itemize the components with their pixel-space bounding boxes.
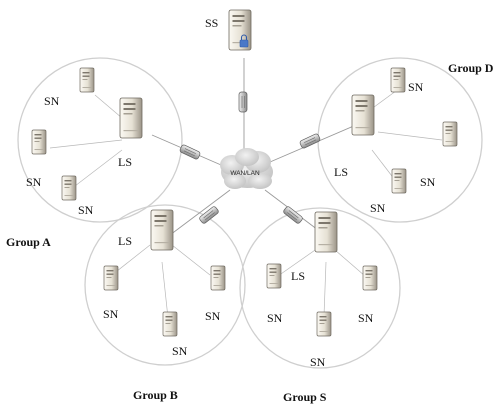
network-label: WAN/LAN [230, 170, 260, 177]
sn-label: SN [310, 355, 326, 369]
server-icon [210, 265, 226, 291]
sn-label: SN [103, 307, 119, 321]
server-icon [314, 211, 338, 253]
sn-label: SN [408, 80, 424, 94]
ss-label: SS [205, 16, 218, 30]
router-icon [238, 91, 248, 113]
sn-label: SN [420, 175, 436, 189]
ls-label: LS [118, 155, 132, 169]
sn-label: SN [26, 175, 42, 189]
sn-label: SN [267, 311, 283, 325]
cloud-icon [220, 148, 273, 189]
group-a-circle [17, 57, 183, 223]
server-icon [103, 265, 119, 291]
sn-label: SN [78, 203, 94, 217]
sn-label: SN [172, 344, 188, 358]
ls-label: LS [334, 165, 348, 179]
ls-label: LS [118, 234, 132, 248]
server-icon [119, 97, 143, 139]
sn-label: SN [205, 309, 221, 323]
server-icon [390, 67, 406, 93]
router-icon [198, 205, 220, 225]
server-icon [442, 121, 458, 147]
group-a-label: Group A [6, 235, 51, 249]
server-icon [362, 265, 378, 291]
group-s-label: Group S [283, 390, 327, 404]
server-icon [31, 129, 47, 155]
server-icon [316, 311, 332, 337]
server-icon [61, 175, 77, 201]
sn-label: SN [370, 201, 386, 215]
server-icon [150, 209, 174, 251]
router-icon [298, 132, 322, 150]
group-b-label: Group B [133, 388, 178, 402]
sn-label: SN [44, 94, 60, 108]
lock-icon [239, 34, 249, 48]
group-s-circle [239, 207, 401, 369]
group-d-label: Group D [448, 61, 494, 75]
ls-label: LS [291, 269, 305, 283]
server-icon [391, 168, 407, 194]
router-icon [178, 143, 202, 161]
group-b-circle [84, 204, 246, 366]
server-icon [79, 67, 95, 93]
sn-label: SN [358, 311, 374, 325]
server-icon [351, 94, 375, 136]
server-icon [266, 263, 282, 289]
server-icon [162, 311, 178, 337]
